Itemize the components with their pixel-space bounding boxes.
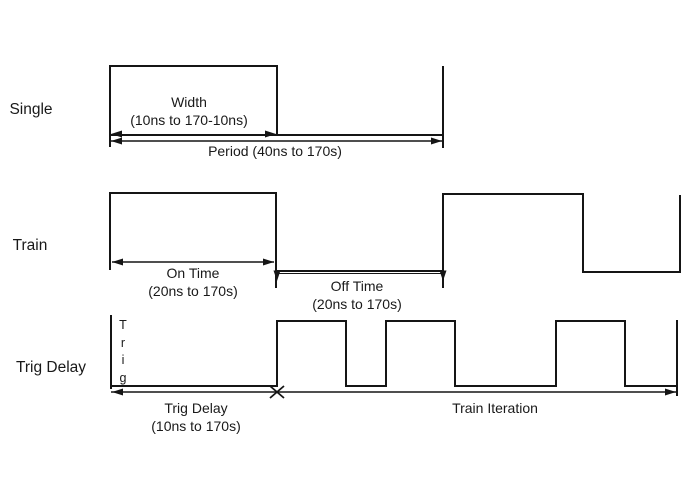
trig-delay-waveform [111,320,678,396]
train-row-label: Train [13,237,48,254]
on-time-label-line1: On Time [167,265,220,281]
train-iteration-arrow-right-icon [665,388,676,396]
trig-signal-letter-i: i [122,353,125,367]
trig-delay-label-line1: Trig Delay [164,400,227,416]
off-time-label-line2: (20ns to 170s) [312,296,402,312]
period-arrow-right-icon [431,137,442,145]
single-row-label: Single [9,101,52,118]
on-time-label-line2: (20ns to 170s) [148,283,238,299]
on-time-arrow-right-icon [263,258,274,266]
period-label: Period (40ns to 170s) [208,143,342,159]
width-label-line2: (10ns to 170-10ns) [130,112,248,128]
trig-signal-letter-t: T [119,318,127,332]
off-time-label-line1: Off Time [331,278,384,294]
trig-delay-arrow-left-icon [112,388,123,396]
train-iteration-label: Train Iteration [452,400,538,416]
off-time-arrow-right-icon [439,270,447,281]
width-arrow-left-icon [111,130,122,138]
trig-delay-label-line2: (10ns to 170s) [151,418,241,434]
dimension-junction-x-icon [269,385,285,399]
train-waveform [109,192,681,288]
trig-signal-letter-r: r [121,336,125,350]
trig-delay-row-label: Trig Delay [16,359,86,376]
single-pulse-waveform [109,65,444,148]
off-time-arrow-left-icon [273,270,281,281]
on-time-arrow-left-icon [112,258,123,266]
width-arrow-right-icon [265,130,276,138]
width-label-line1: Width [171,94,207,110]
single-row: Single Width (10ns to 170-10ns) Period (… [9,65,444,159]
train-row: Train On Time (20ns to 170s) Off Time (2… [13,192,681,312]
period-arrow-left-icon [111,137,122,145]
trig-signal-letter-g: g [120,371,127,385]
trig-delay-row: Trig Delay T r i g Trig Delay (10ns to 1… [16,315,678,434]
